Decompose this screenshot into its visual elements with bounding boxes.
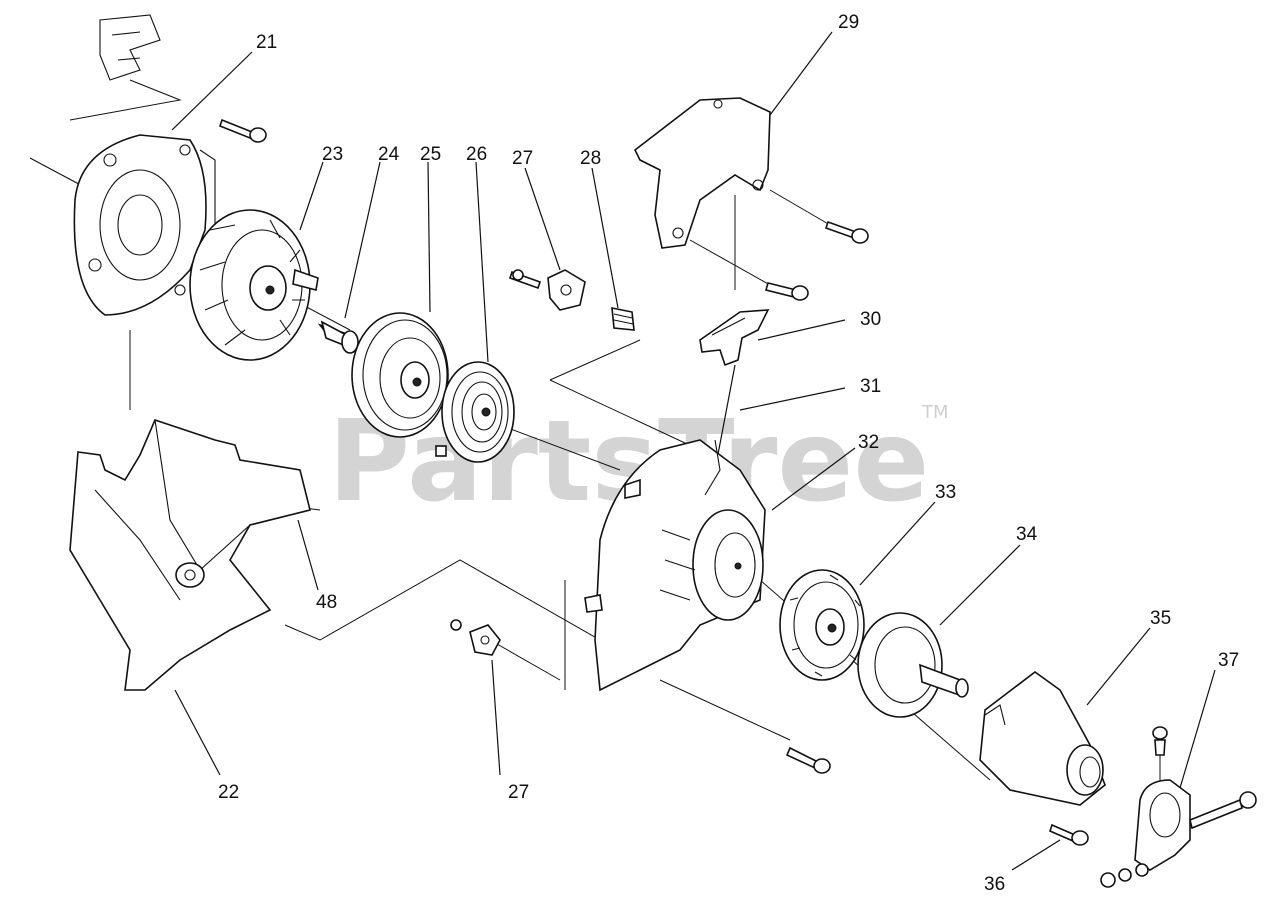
clamp-37 xyxy=(1100,726,1257,888)
callout-27-lower: 27 xyxy=(508,782,529,803)
recoil-spring-26 xyxy=(435,361,515,463)
watermark-trademark: TM xyxy=(921,402,949,423)
callout-21: 21 xyxy=(256,32,277,53)
cover-35 xyxy=(979,671,1106,806)
callout-30: 30 xyxy=(860,309,881,330)
guard-22 xyxy=(69,419,311,691)
callout-33: 33 xyxy=(935,482,956,503)
callout-37: 37 xyxy=(1218,650,1239,671)
callout-29: 29 xyxy=(838,12,859,33)
impeller-23 xyxy=(189,209,319,361)
callout-24: 24 xyxy=(378,144,400,165)
screw-29-lower xyxy=(765,282,809,301)
screw-32 xyxy=(785,746,831,774)
callout-31: 31 xyxy=(860,376,881,397)
callout-36: 36 xyxy=(984,874,1005,895)
spring-28 xyxy=(611,307,635,331)
callout-23: 23 xyxy=(322,144,343,165)
upper-housing-fragment xyxy=(99,14,161,81)
bracket-29 xyxy=(633,97,771,249)
starter-rope-31 xyxy=(714,364,736,471)
screw-21 xyxy=(219,118,267,143)
pulley-25 xyxy=(351,312,449,438)
callout-32: 32 xyxy=(858,432,879,453)
callout-27-upper: 27 xyxy=(512,148,533,169)
starter-handle-30 xyxy=(699,309,770,367)
leader-lines xyxy=(171,31,1216,871)
callout-34: 34 xyxy=(1016,524,1038,545)
callout-25: 25 xyxy=(420,144,441,165)
fan-housing-21 xyxy=(73,134,216,316)
starter-housing-32 xyxy=(584,439,766,692)
pawl-27-lower xyxy=(450,619,501,656)
spacer-24 xyxy=(317,320,363,354)
callout-labels: 21 22 23 24 25 26 27 27 28 29 30 31 32 3… xyxy=(218,12,1239,895)
ratchet-wheel-33 xyxy=(779,569,865,681)
callout-26: 26 xyxy=(466,144,487,165)
callout-28: 28 xyxy=(580,148,601,169)
drum-34 xyxy=(857,612,969,718)
screw-36 xyxy=(1049,823,1089,846)
callout-48: 48 xyxy=(316,592,337,613)
callout-35: 35 xyxy=(1150,608,1171,629)
pawl-27-upper xyxy=(508,269,586,311)
screw-29-upper xyxy=(824,220,869,244)
callout-22: 22 xyxy=(218,782,239,803)
